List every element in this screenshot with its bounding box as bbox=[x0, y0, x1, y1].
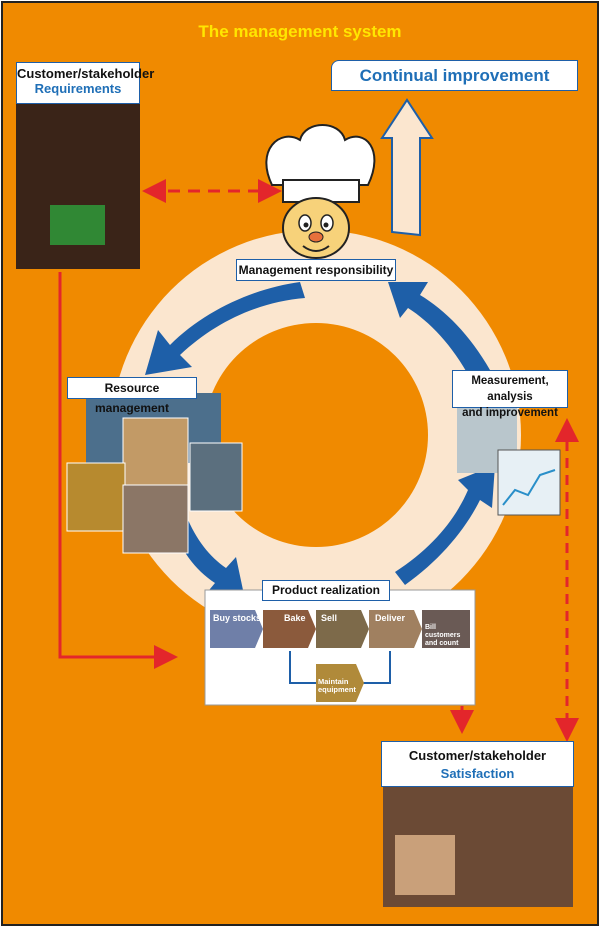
diagram-title: The management system bbox=[198, 22, 402, 41]
step-label-maintain: Maintain equipment bbox=[318, 677, 356, 694]
requirements-box: Customer/stakeholder Requirements bbox=[16, 62, 155, 104]
ring-hole bbox=[204, 323, 428, 547]
step-label-bake: Bake bbox=[284, 613, 306, 623]
step-buy-stocks bbox=[210, 610, 263, 648]
continual-improvement-arrow bbox=[380, 98, 434, 237]
requirements-line2: Requirements bbox=[34, 81, 122, 96]
link-requirements-realization bbox=[58, 272, 178, 669]
step-maintain bbox=[316, 664, 364, 702]
cycle-arrow-top bbox=[145, 282, 305, 375]
satisfaction-box: Customer/stakeholder Satisfaction bbox=[381, 741, 574, 787]
step-sell bbox=[316, 610, 369, 648]
resource-photo-3 bbox=[189, 442, 243, 512]
management-responsibility-label: Management responsibility bbox=[236, 259, 396, 281]
process-steps bbox=[210, 610, 470, 702]
resource-photo-2 bbox=[122, 417, 189, 489]
step-label-deliver: Deliver bbox=[375, 613, 406, 623]
resource-photo-5 bbox=[122, 484, 189, 554]
measurement-label: Measurement, analysis and improvement bbox=[452, 370, 568, 419]
measurement-line2: and improvement bbox=[462, 407, 558, 419]
cycle-arrow-right bbox=[388, 282, 490, 378]
step-deliver bbox=[369, 610, 422, 648]
step-bake bbox=[263, 610, 316, 648]
step-label-sell: Sell bbox=[321, 613, 338, 623]
requirements-line1: Customer/stakeholder bbox=[17, 66, 155, 81]
cycle-arrow-bottom bbox=[395, 465, 495, 585]
continual-improvement-label: Continual improvement bbox=[331, 60, 578, 91]
resource-photo-4 bbox=[66, 462, 126, 532]
chef-icon bbox=[265, 124, 376, 259]
resource-management-label: Resource management bbox=[67, 377, 197, 415]
step-bill bbox=[422, 610, 470, 648]
satisfaction-line2: Satisfaction bbox=[440, 766, 515, 781]
step-label-buy-stocks: Buy stocks bbox=[213, 613, 262, 623]
satisfaction-line1: Customer/stakeholder bbox=[408, 748, 547, 763]
product-realization-label: Product realization bbox=[262, 580, 390, 601]
step-label-bill: Bill customers and count money bbox=[425, 624, 461, 655]
measurement-chart-photo bbox=[497, 449, 561, 516]
measurement-line1: Measurement, analysis bbox=[471, 375, 549, 403]
